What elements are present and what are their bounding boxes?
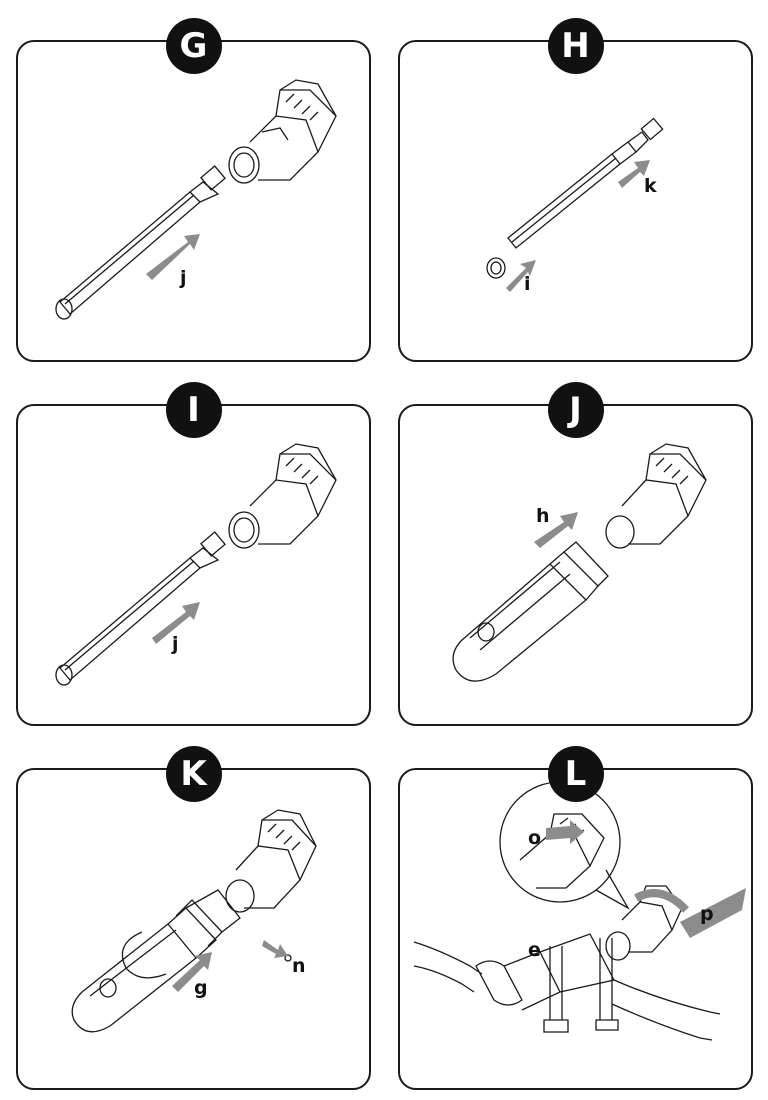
panel-k-illustration: g n xyxy=(71,809,317,1033)
panel-k-badge: K xyxy=(165,746,222,802)
panel-j-badge: J xyxy=(547,382,604,438)
panel-h: H k i xyxy=(398,18,753,362)
panel-j: J h xyxy=(398,382,753,726)
label-j: j xyxy=(179,267,187,289)
panel-g-badge: G xyxy=(165,18,222,74)
label-j-2: j xyxy=(171,633,179,655)
panel-l-badge: L xyxy=(547,746,604,802)
panel-l: L o xyxy=(398,746,753,1090)
label-g: g xyxy=(194,977,208,999)
panel-i: I j xyxy=(16,382,371,726)
panel-h-illustration: k i xyxy=(486,117,664,295)
panel-k: K g n xyxy=(16,746,371,1090)
panel-l-illustration: o e p xyxy=(413,781,746,1041)
panel-h-badge: H xyxy=(547,18,604,74)
label-h: h xyxy=(536,505,550,527)
panel-i-badge: I xyxy=(165,382,222,438)
panel-g-illustration: j xyxy=(55,79,337,320)
label-k: k xyxy=(644,175,657,197)
panel-i-illustration: j xyxy=(55,443,337,686)
panel-g: G j xyxy=(16,18,371,362)
label-o: o xyxy=(528,827,541,849)
label-p: p xyxy=(700,903,714,925)
label-i: i xyxy=(524,273,531,295)
panel-j-illustration: h xyxy=(452,443,707,682)
label-e: e xyxy=(528,939,541,961)
label-n: n xyxy=(292,955,306,977)
